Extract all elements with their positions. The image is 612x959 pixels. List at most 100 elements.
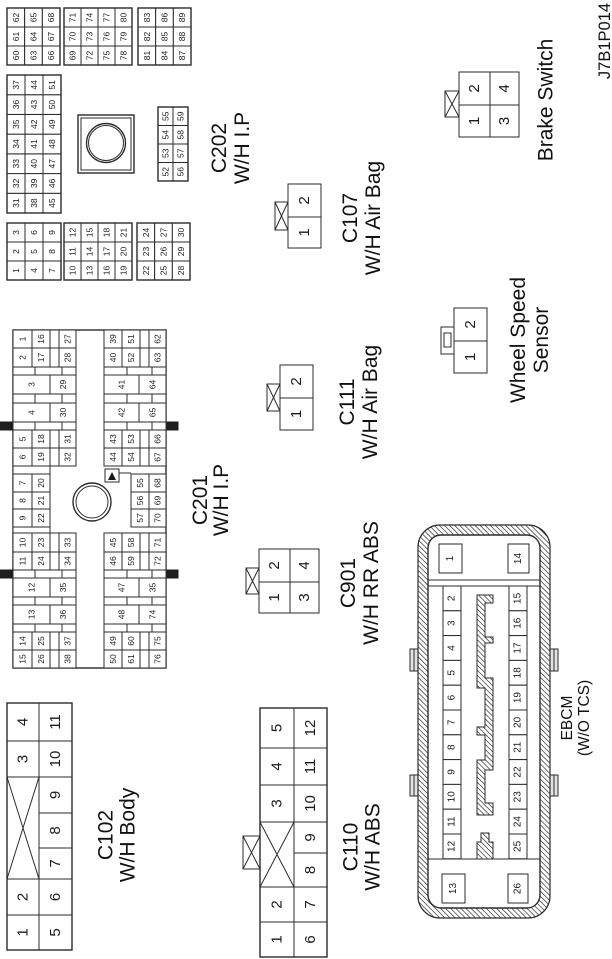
pin-cavity: 12 [12, 577, 51, 598]
pin-cavity: 4 [6, 702, 40, 742]
pin-number: 31 [63, 434, 73, 444]
pin-cavity: 23 [508, 783, 528, 810]
pin-cavity: 24 [31, 551, 51, 571]
pin-cavity: 43 [24, 94, 44, 115]
pin-cell [121, 649, 141, 669]
pin-number: 61 [126, 654, 136, 664]
pin-cell [6, 878, 40, 916]
pin-number: 6 [447, 694, 458, 700]
separator-segment [12, 465, 51, 475]
pin-number: 5 [18, 436, 28, 441]
pin-number: 8 [18, 498, 28, 503]
pin-number: 4 [27, 410, 37, 415]
pin-cavity: 31 [58, 429, 77, 449]
pin-cell [489, 71, 520, 106]
pin-cavity: 84 [155, 45, 174, 66]
pin-cavity: 48 [42, 133, 62, 155]
pin-cell [31, 649, 51, 669]
pin-number: 76 [153, 654, 163, 664]
pin-number: 47 [47, 159, 57, 169]
pin-number: 45 [47, 198, 57, 208]
separator-segment [103, 366, 128, 376]
pin-cavity: 65 [138, 402, 167, 423]
pin-cell [279, 397, 314, 431]
pin-cell [293, 784, 328, 823]
separator-segment [12, 569, 36, 579]
connector-description: (W/O TCS) [576, 680, 593, 756]
pin-cavity: 69 [148, 491, 167, 510]
pin-cavity: 70 [148, 508, 167, 528]
pin-cavity: 71 [63, 7, 82, 28]
pin-cavity: 27 [58, 329, 77, 349]
pin-cell [58, 447, 77, 467]
pin-cavity: 67 [148, 447, 167, 467]
pin-cavity: 11 [442, 808, 462, 835]
pin-cell [293, 707, 328, 749]
pin-number: 66 [153, 434, 163, 444]
pin-number: 25 [36, 636, 46, 646]
pin-number: 2 [288, 377, 305, 385]
blank-cell [139, 429, 150, 449]
pin-number: 2 [15, 893, 32, 901]
pin-cavity: 6 [24, 222, 44, 243]
pin-number: 56 [176, 167, 186, 177]
pin-cavity: 57 [172, 143, 189, 163]
pin-number: 64 [29, 32, 39, 42]
pin-cavity: 75 [97, 45, 116, 66]
pin-number: 18 [513, 667, 524, 679]
blank-cell [139, 347, 150, 368]
pin-cavity: 6 [38, 878, 73, 916]
separator-segment [151, 366, 167, 376]
connector-id: C102 [95, 810, 118, 860]
pin-number: 51 [126, 334, 136, 344]
cross-mark-icon [6, 776, 40, 880]
pin-number: 25 [513, 840, 524, 852]
separator-segment [61, 623, 77, 633]
latch-window [443, 332, 452, 348]
pin-number: 74 [85, 13, 95, 23]
pin-number: 1 [15, 928, 32, 936]
pin-cell [121, 447, 141, 467]
pin-cavity: 22 [508, 759, 528, 785]
pin-number: 2 [266, 561, 283, 569]
pin-number: 78 [119, 51, 129, 61]
pin-cavity: 33 [6, 153, 26, 175]
pin-cavity: 48 [103, 604, 140, 625]
pin-cavity: 79 [114, 26, 133, 47]
pin-cavity: 7 [38, 847, 73, 880]
pin-cavity: 23 [31, 532, 51, 553]
pin-cell [49, 577, 77, 598]
pin-cavity: 10 [63, 260, 82, 281]
separator-segment [61, 366, 77, 376]
pin-number: 73 [85, 32, 95, 42]
pin-number: 11 [302, 759, 319, 775]
pin-cavity: 76 [148, 649, 167, 669]
pin-number: 19 [513, 692, 524, 704]
pin-cavity: 62 [6, 7, 26, 28]
pin-cavity: 16 [31, 329, 51, 349]
pin-cell [138, 604, 167, 625]
pin-cavity: 12 [293, 707, 328, 749]
pin-cavity: 3 [442, 610, 462, 637]
pin-number: 1 [296, 228, 313, 236]
pin-cavity: 54 [121, 447, 141, 467]
pin-cell [438, 543, 463, 574]
pin-cavity: 26 [507, 873, 529, 904]
pin-number: 84 [160, 51, 170, 61]
pin-cell [453, 340, 488, 374]
pin-cavity: 75 [148, 631, 167, 651]
pin-number: 81 [142, 51, 152, 61]
pin-cell [148, 347, 167, 368]
pin-block-outline [6, 7, 61, 66]
pin-number: 7 [47, 268, 57, 273]
pin-number: 7 [18, 480, 28, 485]
pin-cavity: 1 [458, 104, 491, 138]
pin-cavity: 29 [171, 241, 191, 262]
pin-cavity: 5 [259, 707, 295, 749]
pin-number: 26 [513, 883, 524, 895]
